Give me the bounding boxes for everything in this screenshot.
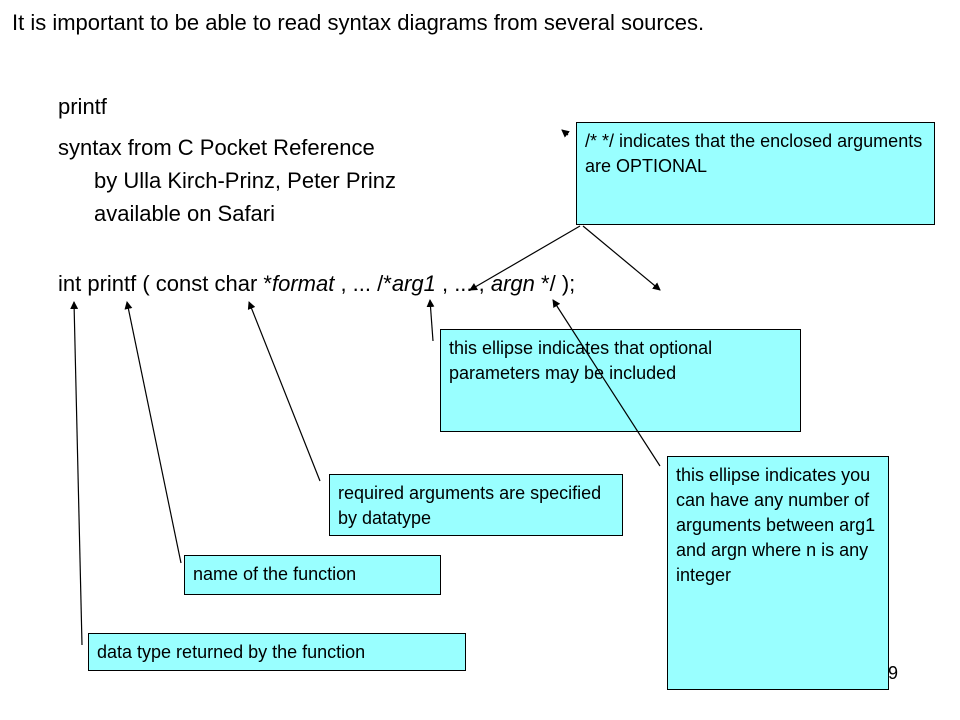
source-line-2: by Ulla Kirch-Prinz, Peter Prinz [94, 168, 396, 193]
arrow-to-const-char [247, 301, 321, 482]
syntax-ellipsis-open: , ... /* [334, 271, 392, 296]
callout-ellipsis-optional: this ellipse indicates that optional par… [440, 329, 801, 432]
source-line-1: syntax from C Pocket Reference [58, 135, 375, 160]
callout-return-type: data type returned by the function [88, 633, 466, 671]
callout-any-number-arguments: this ellipse indicates you can have any … [667, 456, 889, 690]
source-reference: syntax from C Pocket Reference by Ulla K… [58, 131, 396, 230]
callout-function-name: name of the function [184, 555, 441, 595]
callout-required-arguments: required arguments are specified by data… [329, 474, 623, 536]
arrow-callout-pointer [561, 129, 570, 138]
printf-heading: printf [58, 94, 107, 119]
syntax-close: */ ); [534, 271, 576, 296]
arrow-to-int-type [70, 301, 83, 646]
syntax-format-param: format [271, 271, 335, 296]
syntax-arg1-param: arg1 [391, 271, 436, 296]
source-line-3: available on Safari [94, 201, 276, 226]
page-number: 9 [888, 663, 899, 683]
callout-optional-comment: /* */ indicates that the enclosed argume… [576, 122, 935, 225]
arrow-to-comment-start [469, 225, 581, 291]
slide-title: It is important to be able to read synta… [12, 10, 705, 35]
syntax-argn-param: argn [490, 271, 535, 296]
arrow-to-second-ellipsis [552, 299, 661, 467]
arrow-to-comment-end [582, 225, 661, 291]
printf-syntax-line: int printf ( const char *format , ... /*… [58, 271, 575, 297]
syntax-prefix: int printf ( const char * [58, 271, 272, 296]
arrow-to-first-ellipsis [426, 299, 435, 342]
arrow-to-printf-name [124, 301, 182, 564]
